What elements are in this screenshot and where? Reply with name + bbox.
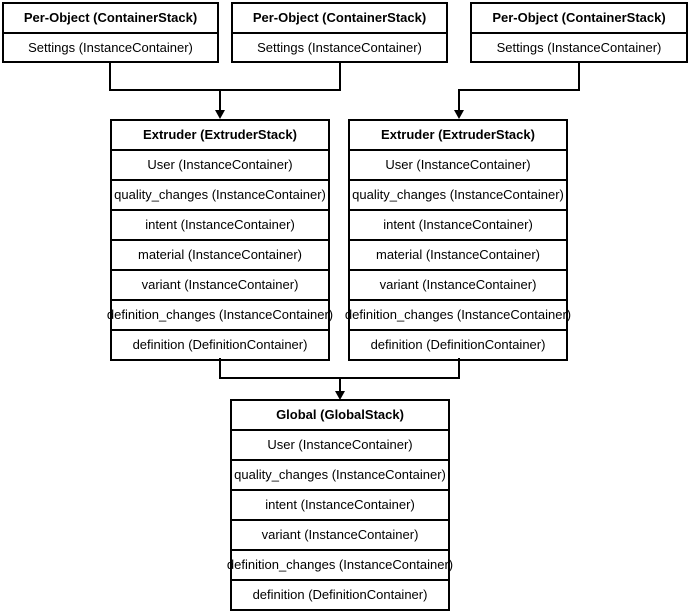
global-stack-row-definition[interactable]: definition (DefinitionContainer): [232, 579, 448, 609]
connector-perobject1-down: [109, 61, 111, 90]
extruder-stack-1-row-user[interactable]: User (InstanceContainer): [112, 149, 328, 179]
arrowhead-extruder2: [454, 110, 464, 119]
extruder-stack-1-row-intent[interactable]: intent (InstanceContainer): [112, 209, 328, 239]
global-stack-header: Global (GlobalStack): [232, 401, 448, 429]
extruder-stack-2-row-intent[interactable]: intent (InstanceContainer): [350, 209, 566, 239]
per-object-stack-1-header: Per-Object (ContainerStack): [4, 4, 217, 32]
extruder-stack-2-row-definition-changes[interactable]: definition_changes (InstanceContainer): [345, 299, 571, 329]
per-object-stack-2-header: Per-Object (ContainerStack): [233, 4, 446, 32]
global-stack-row-quality-changes[interactable]: quality_changes (InstanceContainer): [232, 459, 448, 489]
extruder-stack-1[interactable]: Extruder (ExtruderStack) User (InstanceC…: [107, 119, 333, 361]
extruder-stack-1-row-quality-changes[interactable]: quality_changes (InstanceContainer): [112, 179, 328, 209]
connector-perobject3-down: [578, 61, 580, 90]
connector-bus-extruder1: [109, 89, 341, 91]
per-object-stack-2[interactable]: Per-Object (ContainerStack) Settings (In…: [231, 2, 448, 63]
extruder-stack-1-row-definition-changes[interactable]: definition_changes (InstanceContainer): [107, 299, 333, 329]
extruder-stack-2-row-user[interactable]: User (InstanceContainer): [350, 149, 566, 179]
global-stack-row-user[interactable]: User (InstanceContainer): [232, 429, 448, 459]
connector-extruder2-down: [458, 358, 460, 378]
per-object-stack-1-row-settings[interactable]: Settings (InstanceContainer): [4, 32, 217, 61]
per-object-stack-1[interactable]: Per-Object (ContainerStack) Settings (In…: [2, 2, 219, 63]
connector-global-stem: [339, 377, 341, 392]
connector-extruder1-down: [219, 358, 221, 378]
connector-extruder1-stem: [219, 89, 221, 111]
global-stack-row-intent[interactable]: intent (InstanceContainer): [232, 489, 448, 519]
extruder-stack-2-row-quality-changes[interactable]: quality_changes (InstanceContainer): [350, 179, 566, 209]
extruder-stack-2[interactable]: Extruder (ExtruderStack) User (InstanceC…: [345, 119, 571, 361]
extruder-stack-1-row-material[interactable]: material (InstanceContainer): [112, 239, 328, 269]
extruder-stack-1-row-variant[interactable]: variant (InstanceContainer): [112, 269, 328, 299]
arrowhead-extruder1: [215, 110, 225, 119]
extruder-stack-2-header: Extruder (ExtruderStack): [350, 121, 566, 149]
connector-perobject2-down: [339, 61, 341, 90]
extruder-stack-2-row-variant[interactable]: variant (InstanceContainer): [350, 269, 566, 299]
extruder-stack-2-row-material[interactable]: material (InstanceContainer): [350, 239, 566, 269]
per-object-stack-3-header: Per-Object (ContainerStack): [472, 4, 686, 32]
per-object-stack-3[interactable]: Per-Object (ContainerStack) Settings (In…: [470, 2, 688, 63]
connector-extruder2-stem: [458, 89, 460, 111]
per-object-stack-3-row-settings[interactable]: Settings (InstanceContainer): [472, 32, 686, 61]
extruder-stack-2-row-definition[interactable]: definition (DefinitionContainer): [350, 329, 566, 359]
global-stack[interactable]: Global (GlobalStack) User (InstanceConta…: [227, 399, 453, 611]
arrowhead-global: [335, 391, 345, 400]
per-object-stack-2-row-settings[interactable]: Settings (InstanceContainer): [233, 32, 446, 61]
global-stack-row-definition-changes[interactable]: definition_changes (InstanceContainer): [227, 549, 453, 579]
connector-bus-extruder2: [458, 89, 580, 91]
extruder-stack-1-header: Extruder (ExtruderStack): [112, 121, 328, 149]
extruder-stack-1-row-definition[interactable]: definition (DefinitionContainer): [112, 329, 328, 359]
global-stack-row-variant[interactable]: variant (InstanceContainer): [232, 519, 448, 549]
